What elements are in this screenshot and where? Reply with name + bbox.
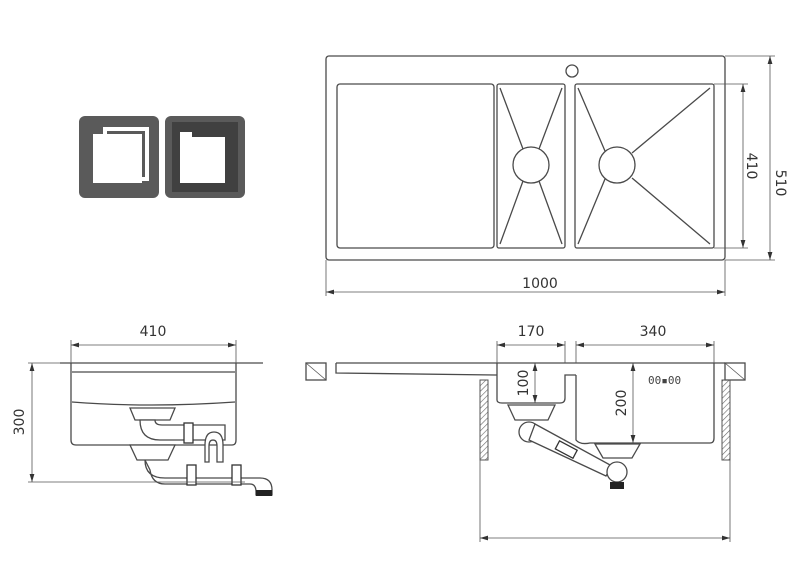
flush-mount-icon <box>165 116 245 198</box>
small-bowl-width-dimension: 170 <box>518 324 545 340</box>
tap-hole <box>565 64 579 78</box>
drainboard <box>336 83 495 249</box>
large-bowl-depth-dimension: 200 <box>614 390 630 417</box>
height-dimension: 300 <box>12 409 28 436</box>
inset-mount-icon <box>79 116 159 198</box>
side-view-front: 00▪00 170 340 100 200 <box>305 324 746 542</box>
small-bowl-drain <box>512 146 550 184</box>
side-width-dimension: 410 <box>140 324 167 340</box>
side-view-left: 410 300 <box>12 324 273 496</box>
overflow-slot-icon: 00▪00 <box>648 374 681 387</box>
large-bowl <box>574 83 715 249</box>
bowl-depth-dimension: 410 <box>743 153 759 180</box>
large-bowl-drain <box>598 146 636 184</box>
top-view: 1000 410 510 <box>325 55 788 296</box>
small-bowl <box>496 83 566 249</box>
width-dimension: 1000 <box>522 276 558 292</box>
small-bowl-depth-dimension: 100 <box>516 370 532 397</box>
large-bowl-width-dimension: 340 <box>640 324 667 340</box>
total-depth-dimension: 510 <box>772 170 788 197</box>
